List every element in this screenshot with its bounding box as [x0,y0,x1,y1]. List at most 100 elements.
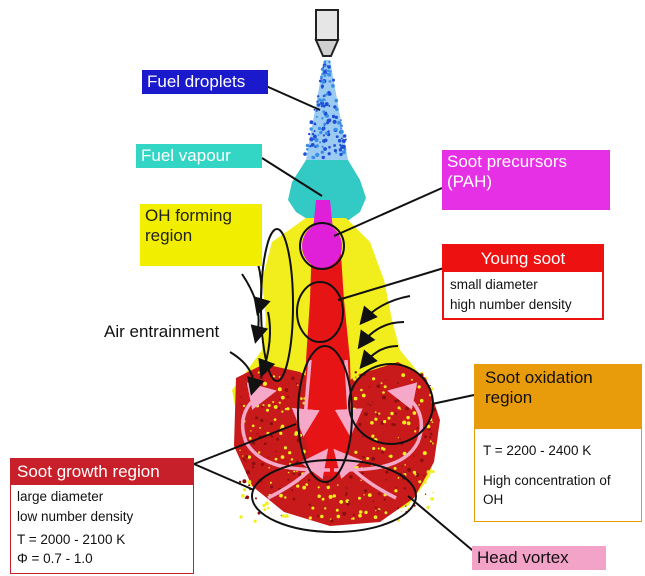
droplet [311,143,315,147]
soot-speck [424,481,427,484]
soot-speck [432,421,434,423]
soot-speck [364,489,367,492]
soot-speck [345,492,347,494]
soot-speck [397,507,399,509]
soot-speck [429,436,431,438]
soot-speck [259,427,261,429]
soot-speck [432,492,434,494]
soot-precursors-line-2: (PAH) [447,172,605,192]
soot-speck [418,480,421,483]
soot-speck [432,470,435,473]
droplet [333,144,336,147]
oh-forming-label: OH forming region [140,204,262,266]
droplet [321,80,325,84]
soot-speck [243,488,246,491]
soot-precursors-label: Soot precursors (PAH) [442,150,610,210]
soot-speck [241,404,242,405]
droplet [306,148,309,151]
soot-growth-line-1: large diameter [11,485,193,507]
soot-speck [270,485,273,488]
soot-speck [243,458,246,461]
droplet [328,105,330,107]
soot-speck [302,486,306,490]
soot-speck [353,377,357,381]
soot-speck [383,420,386,423]
soot-speck [360,480,362,482]
soot-growth-box: Soot growth region large diameter low nu… [10,458,194,574]
soot-speck [359,423,362,426]
droplet [329,70,331,72]
soot-speck [266,420,267,421]
soot-speck [372,402,373,403]
soot-speck [273,375,275,377]
soot-speck [279,376,281,378]
head-vortex-label: Head vortex [472,546,606,570]
soot-speck [414,430,416,432]
soot-speck [254,520,257,523]
droplet [343,134,346,137]
soot-speck [396,487,397,488]
droplet [327,65,329,67]
droplet [335,116,338,119]
soot-speck [417,427,419,429]
soot-speck [245,461,247,463]
droplet [328,92,332,96]
soot-speck [318,495,321,498]
soot-speck [268,404,271,407]
soot-speck [401,373,405,377]
soot-speck [239,450,240,451]
soot-speck [423,475,425,477]
droplet [336,135,339,138]
droplet [335,108,338,111]
soot-speck [329,495,333,499]
droplet [321,85,324,88]
soot-speck [426,506,429,509]
soot-speck [388,417,391,420]
soot-speck [352,517,355,520]
soot-speck [279,494,283,498]
soot-speck [311,507,314,510]
droplet [340,130,344,134]
soot-speck [418,385,421,388]
soot-speck [288,472,290,474]
soot-speck [250,430,251,431]
soot-speck [378,448,380,450]
droplet [323,95,325,97]
droplet [319,141,321,143]
soot-speck [431,498,433,500]
soot-speck [381,382,383,384]
droplet [327,73,331,77]
soot-speck [261,463,264,466]
soot-speck [263,382,267,386]
soot-speck [246,496,250,500]
young-soot-line-1: small diameter [444,272,602,295]
soot-speck [296,471,297,472]
droplet [340,128,342,130]
droplet [318,134,320,136]
soot-speck [274,418,277,421]
droplet [340,147,342,149]
droplet [339,144,341,146]
droplet [336,128,338,130]
soot-speck [398,437,399,438]
soot-speck [401,511,403,513]
soot-speck [360,389,363,392]
soot-speck [375,510,376,511]
droplet [322,98,325,101]
soot-speck [358,497,361,500]
soot-speck [384,499,386,501]
soot-speck [262,504,265,507]
soot-speck [378,493,380,495]
soot-speck [358,514,362,518]
droplet [322,101,324,103]
soot-speck [375,507,377,509]
soot-speck [254,463,256,465]
soot-speck [309,504,311,506]
soot-growth-line-3: T = 2000 - 2100 K [11,527,193,550]
soot-speck [284,496,286,498]
soot-speck [250,484,252,486]
droplet [323,147,327,151]
soot-speck [404,464,406,466]
droplet [314,109,316,111]
soot-speck [394,467,397,470]
